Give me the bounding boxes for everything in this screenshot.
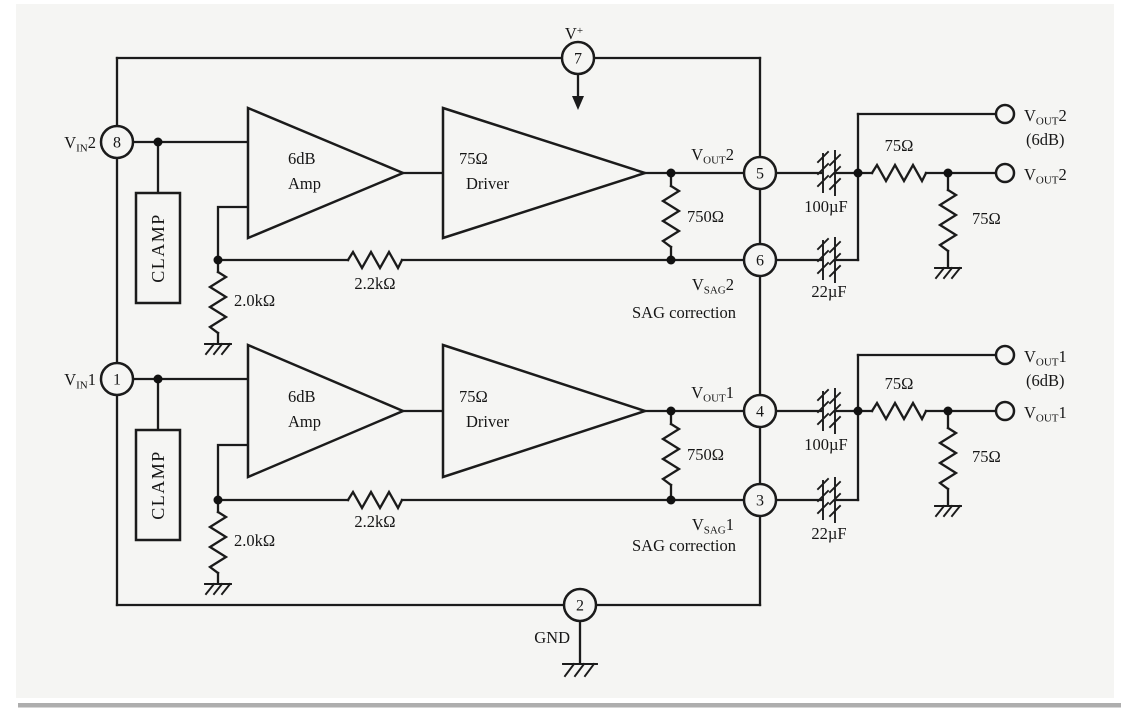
ch2-vout-label: VOUT2 (691, 145, 734, 167)
pin-8-circle (99, 124, 135, 160)
ch2-amp-label-1: 6dB (288, 149, 316, 168)
ch2-driver-label-1: 75Ω (459, 149, 488, 168)
ch1-driver-triangle (441, 343, 650, 479)
ch2-terminal-6db (994, 103, 1016, 125)
pin-2-number: 2 (576, 598, 584, 615)
ch2-driver-label-2: Driver (466, 174, 510, 193)
ch1-r2k0-value: 2.0kΩ (234, 531, 275, 550)
ch2-feedback-wire (216, 205, 250, 262)
ch1-r75-load-value: 75Ω (972, 447, 1001, 466)
ch1-terminal-out (994, 400, 1016, 422)
ch1-cap-100uf (816, 388, 842, 434)
ch1-terminal-6db (994, 344, 1016, 366)
ch1-terminal-out-label: VOUT1 (1024, 403, 1067, 425)
ch2-r2k0-value: 2.0kΩ (234, 291, 275, 310)
ch1-r750-value: 750Ω (687, 445, 724, 464)
ch1-driver-label-1: 75Ω (459, 387, 488, 406)
ch2-resistor-2k2 (346, 249, 404, 271)
paper-background (16, 4, 1114, 698)
ch1-clamp-label: CLAMP (148, 450, 168, 520)
vplus-arrow-head (572, 96, 584, 110)
ch1-cap100-value: 100µF (804, 435, 847, 454)
pin-4-circle (742, 393, 778, 429)
ch2-clamp-box (134, 191, 182, 305)
ch2-resistor-750 (660, 184, 682, 249)
ch2-resistor-75-series (870, 162, 928, 184)
channel1-output-network (774, 344, 1016, 523)
ch1-r75-series-value: 75Ω (885, 374, 914, 393)
ch2-cap-100uf (816, 150, 842, 196)
ch2-clamp-label: CLAMP (148, 213, 168, 283)
ch2-load-ground-symbol (934, 266, 962, 280)
ch1-vsag-label: VSAG1 (692, 515, 734, 537)
power-ground (562, 72, 598, 678)
pin-2-circle (562, 587, 598, 623)
ch1-resistor-75-series (870, 400, 928, 422)
ch1-cap-22uf (816, 477, 842, 523)
ic-pins (99, 40, 778, 623)
pin-5-number: 5 (756, 166, 764, 183)
ch1-clamp-box (134, 428, 182, 542)
ch1-cap22-value: 22µF (811, 524, 846, 543)
ch1-resistor-750 (660, 422, 682, 487)
ch2-terminal-6db-note: (6dB) (1026, 130, 1065, 149)
ch2-cap-22uf (816, 237, 842, 283)
ch1-amp-triangle (246, 343, 407, 479)
ch1-resistor-2k2 (346, 489, 404, 511)
ch2-ground-symbol (204, 342, 232, 356)
junction-dots (153, 137, 953, 505)
pin-6-number: 6 (756, 253, 764, 270)
channel2-core (131, 140, 746, 356)
gnd-symbol (562, 662, 598, 678)
pin-5-circle (742, 155, 778, 191)
v-plus-label: V+ (565, 24, 583, 43)
ch2-r75-series-value: 75Ω (885, 136, 914, 155)
blocks (134, 106, 650, 542)
ch1-ground-symbol (204, 582, 232, 596)
pin-3-number: 3 (756, 493, 764, 510)
ch2-resistor-75-load (937, 188, 959, 253)
ch2-vsag-label: VSAG2 (692, 275, 734, 297)
channel1-core (131, 377, 746, 596)
ch1-amp-label-2: Amp (288, 412, 321, 431)
ch2-r750-value: 750Ω (687, 207, 724, 226)
ch2-cap100-value: 100µF (804, 197, 847, 216)
ch2-amp-label-2: Amp (288, 174, 321, 193)
ch1-vout-label: VOUT1 (691, 383, 734, 405)
ch1-sag-note: SAG correction (632, 536, 736, 555)
pin-8-number: 8 (113, 135, 121, 152)
ch2-r2k2-value: 2.2kΩ (354, 274, 395, 293)
ch1-feedback-wire (216, 443, 250, 502)
pin-7-circle (560, 40, 596, 76)
vin1-label: VIN1 (64, 370, 96, 392)
ch1-driver-label-2: Driver (466, 412, 510, 431)
vin2-label: VIN2 (64, 133, 96, 155)
ch2-terminal-6db-label: VOUT2 (1024, 106, 1067, 128)
ch2-amp-triangle (246, 106, 407, 240)
ch2-terminal-out-label: VOUT2 (1024, 165, 1067, 187)
gnd-label: GND (534, 628, 570, 647)
pin-4-number: 4 (756, 404, 764, 421)
pin-6-circle (742, 242, 778, 278)
ch2-driver-triangle (441, 106, 650, 240)
ch1-terminal-6db-label: VOUT1 (1024, 347, 1067, 369)
ch1-terminal-6db-note: (6dB) (1026, 371, 1065, 390)
scan-edge-smudge (18, 703, 1121, 708)
channel2-output-network (774, 103, 1016, 283)
ch2-cap22-value: 22µF (811, 282, 846, 301)
pin-1-number: 1 (113, 372, 121, 389)
ch1-load-ground-symbol (934, 504, 962, 518)
ch1-resistor-75-load (937, 426, 959, 491)
ch2-sag-note: SAG correction (632, 303, 736, 322)
ch1-r2k2-value: 2.2kΩ (354, 512, 395, 531)
ch1-amp-label-1: 6dB (288, 387, 316, 406)
ch2-r75-load-value: 75Ω (972, 209, 1001, 228)
ch2-terminal-out (994, 162, 1016, 184)
ch2-resistor-2k0 (207, 270, 229, 335)
pin-1-circle (99, 361, 135, 397)
pin-3-circle (742, 482, 778, 518)
ch1-resistor-2k0 (207, 510, 229, 575)
pin-7-number: 7 (574, 51, 582, 68)
